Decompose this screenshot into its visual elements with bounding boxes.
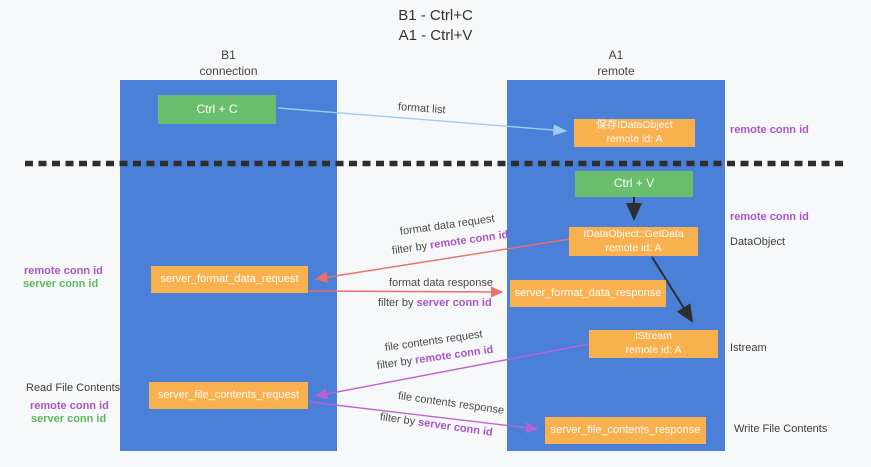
save-idataobject-node: 保存IDataObject remote id: A — [574, 119, 695, 147]
ctrl-c-node: Ctrl + C — [158, 95, 276, 124]
server-conn-id-text: server conn id — [416, 297, 492, 309]
file-contents-response-arrow — [309, 401, 539, 434]
dataobject-label: DataObject — [730, 236, 786, 248]
istream-node: IStream remote id: A — [589, 330, 718, 358]
right-column-header: A1 remote — [507, 48, 725, 79]
server-file-contents-request-label: server_file_contents_request — [157, 389, 300, 402]
format-data-response-filter-label: filter by server conn id — [378, 297, 492, 309]
server-file-contents-response-label: server_file_contents_response — [550, 424, 701, 437]
title-line-2: A1 - Ctrl+V — [398, 27, 473, 45]
getdata-to-istream-arrow — [651, 256, 694, 323]
right-column-name: A1 — [608, 48, 624, 62]
left-column-header: B1 connection — [120, 48, 337, 79]
diagram-title: B1 - Ctrl+C A1 - Ctrl+V — [0, 6, 871, 47]
server-format-data-response-node: server_format_data_response — [510, 280, 666, 307]
title-line-1: B1 - Ctrl+C — [398, 7, 473, 24]
server-format-data-response-label: server_format_data_response — [514, 287, 662, 300]
left-server-conn-id-top-label: server conn id — [23, 278, 99, 290]
format-data-request-arrow — [314, 238, 571, 283]
server-file-contents-response-node: server_file_contents_response — [545, 417, 706, 444]
format-list-arrow — [277, 107, 568, 136]
ctrl-c-label: Ctrl + C — [196, 101, 238, 116]
right-remote-conn-id-mid-label: remote conn id — [730, 211, 809, 223]
left-column-name: B1 — [221, 48, 236, 62]
server-file-contents-request-node: server_file_contents_request — [149, 382, 308, 409]
server-format-data-request-node: server_format_data_request — [151, 266, 308, 293]
save-idataobject-line2: remote id: A — [606, 133, 663, 145]
server-format-data-request-label: server_format_data_request — [160, 273, 299, 286]
idataobject-getdata-line1: IDataObject::GetData — [583, 227, 684, 240]
filter-by-text: filter by — [378, 297, 417, 309]
ctrl-v-label: Ctrl + V — [613, 176, 655, 191]
istream-side-label: Istream — [730, 342, 767, 354]
idataobject-getdata-line2: remote id: A — [605, 241, 662, 254]
write-file-contents-label: Write File Contents — [734, 423, 828, 435]
left-remote-conn-id-bottom-label: remote conn id — [30, 400, 109, 412]
left-remote-conn-id-top-label: remote conn id — [24, 265, 103, 277]
left-column-subtitle: connection — [199, 63, 258, 78]
format-data-response-label: format data response — [389, 277, 493, 289]
istream-line2: remote id: A — [625, 344, 682, 356]
ctrl-v-node: Ctrl + V — [575, 171, 693, 197]
left-server-conn-id-bottom-label: server conn id — [31, 413, 107, 425]
file-contents-request-arrow — [314, 343, 590, 400]
right-remote-conn-id-top-label: remote conn id — [730, 124, 809, 136]
istream-line1: IStream — [635, 330, 672, 343]
format-data-response-arrow — [308, 286, 504, 298]
save-idataobject-line1: 保存IDataObject — [596, 119, 673, 132]
idataobject-getdata-node: IDataObject::GetData remote id: A — [569, 227, 698, 256]
read-file-contents-label: Read File Contents — [26, 382, 121, 394]
right-column-subtitle: remote — [597, 63, 635, 78]
